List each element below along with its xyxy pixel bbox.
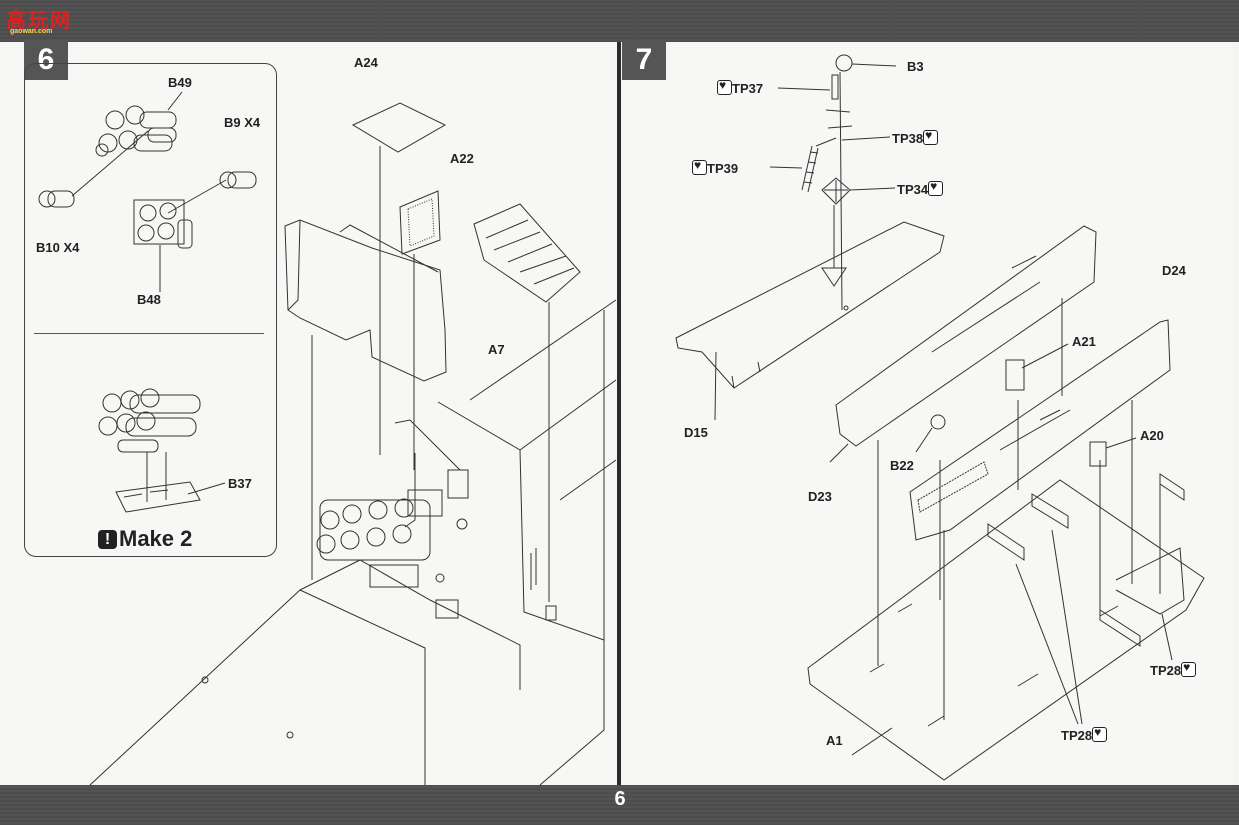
label-tp38-text: TP38 xyxy=(892,131,924,146)
label-tp39-text: TP39 xyxy=(707,161,739,176)
b37-cluster-illustration xyxy=(98,388,201,453)
label-b22: B22 xyxy=(890,458,914,473)
label-a7: A7 xyxy=(488,342,505,357)
warning-icon: ! xyxy=(98,529,117,549)
label-b3: B3 xyxy=(907,59,924,74)
site-logo: 高玩网 gaowan.com xyxy=(6,4,96,38)
a24-plate-illustration xyxy=(351,102,447,153)
a20-part-illustration xyxy=(1089,441,1107,467)
make-note: ! Make 2 xyxy=(98,526,192,552)
step-6-badge: 6 xyxy=(24,40,68,80)
label-tp28-right-text: TP28 xyxy=(1150,663,1182,678)
photo-etch-icon xyxy=(928,179,944,196)
label-tp39: TP39 xyxy=(692,158,739,176)
label-tp28-bottom-text: TP28 xyxy=(1061,728,1093,743)
d23-side-illustration xyxy=(835,225,1097,447)
label-a24: A24 xyxy=(354,55,378,70)
label-b48: B48 xyxy=(137,292,161,307)
a22-grille-illustration xyxy=(399,190,441,255)
photo-etch-icon xyxy=(923,128,939,145)
label-tp38: TP38 xyxy=(892,128,939,146)
label-tp28-bottom: TP28 xyxy=(1061,725,1108,743)
label-a20: A20 xyxy=(1140,428,1164,443)
logo-text: 高玩网 xyxy=(6,8,72,32)
right-page xyxy=(621,42,1233,785)
label-tp34: TP34 xyxy=(897,179,944,197)
a7-panel-illustration xyxy=(284,219,447,382)
photo-etch-icon xyxy=(717,78,732,95)
photo-etch-icon xyxy=(692,158,707,175)
b22-part-illustration xyxy=(930,414,946,430)
left-page xyxy=(0,42,617,785)
label-d24: D24 xyxy=(1162,263,1186,278)
d24-side-illustration xyxy=(909,319,1171,541)
label-tp34-text: TP34 xyxy=(897,182,929,197)
a21-part-illustration xyxy=(1005,359,1025,391)
label-d15: D15 xyxy=(684,425,708,440)
a1-deck-illustration xyxy=(807,479,1205,781)
frame-part-illustration xyxy=(473,203,581,303)
label-a22: A22 xyxy=(450,151,474,166)
page-number: 6 xyxy=(614,788,626,810)
subassembly-divider xyxy=(34,333,264,334)
label-b9: B9 X4 xyxy=(224,115,261,130)
b10-part-illustration xyxy=(38,190,75,208)
make-note-text: Make 2 xyxy=(119,526,193,551)
label-a21: A21 xyxy=(1072,334,1096,349)
d15-deck-illustration xyxy=(675,221,945,389)
photo-etch-icon xyxy=(1092,725,1108,742)
b9-part-illustration xyxy=(219,171,257,189)
b48-cluster-illustration xyxy=(133,199,193,249)
logo-url: gaowan.com xyxy=(10,28,53,35)
photo-etch-icon xyxy=(1181,660,1197,677)
label-b37: B37 xyxy=(228,476,252,491)
label-b49: B49 xyxy=(168,75,192,90)
label-tp37: TP37 xyxy=(717,78,764,96)
page-gutter xyxy=(617,42,621,785)
b37-installed-illustration xyxy=(316,469,469,619)
label-b10: B10 X4 xyxy=(36,240,80,255)
bottom-band xyxy=(0,785,1239,825)
label-d23: D23 xyxy=(808,489,832,504)
top-band xyxy=(0,0,1239,42)
step-6-subassembly-box xyxy=(24,63,277,557)
label-tp37-text: TP37 xyxy=(732,81,764,96)
label-a1: A1 xyxy=(826,733,843,748)
mast-illustration xyxy=(769,54,897,311)
step-7-badge: 7 xyxy=(622,40,666,80)
label-tp28-right: TP28 xyxy=(1150,660,1197,678)
